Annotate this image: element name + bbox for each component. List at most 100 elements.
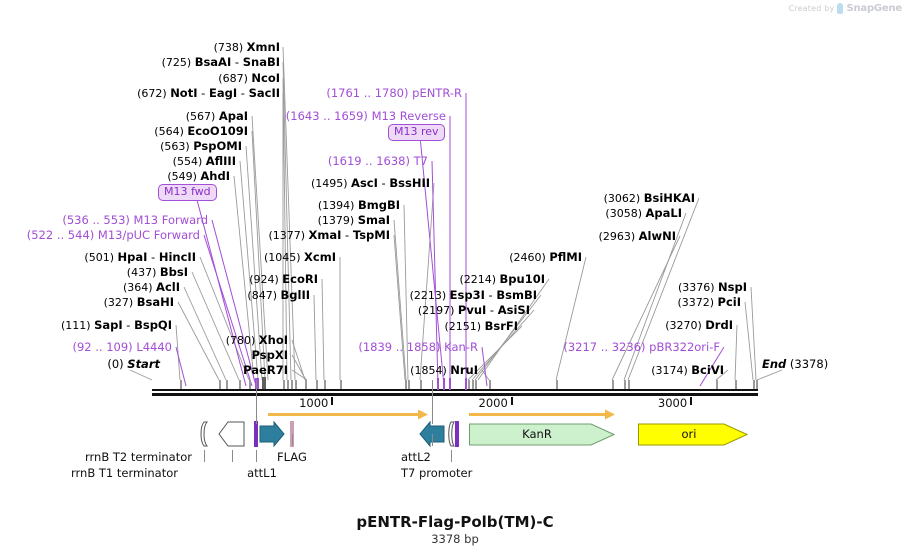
- enzyme-name: PaeR7I: [243, 363, 288, 377]
- restriction-site-label[interactable]: (111) SapI - BspQI: [61, 319, 172, 332]
- primer-label[interactable]: (1643 .. 1659) M13 Reverse: [286, 110, 446, 122]
- restriction-site-label[interactable]: (2151) BsrFI: [445, 320, 519, 333]
- primer-name: Kan-R: [444, 340, 478, 354]
- site-position: (924): [249, 273, 283, 286]
- restriction-site-label[interactable]: (738) XmnI: [214, 41, 280, 54]
- restriction-site-label[interactable]: (672) NotI - EagI - SacII: [137, 87, 280, 100]
- enzyme-name: EcoO109I: [187, 124, 248, 138]
- enzyme-separator: -: [122, 318, 135, 332]
- site-position: (563): [160, 140, 194, 153]
- enzyme-name: XhoI: [258, 333, 288, 347]
- restriction-site-label[interactable]: (549) AhdI: [167, 170, 230, 183]
- site-position: (1379): [317, 214, 358, 227]
- restriction-site-label[interactable]: (2963) AlwNI: [599, 230, 676, 243]
- restriction-site-label[interactable]: (924) EcoRI: [249, 273, 318, 286]
- ori-label: ori: [681, 427, 697, 441]
- enzyme-name: XcmI: [304, 250, 336, 264]
- backbone-line-top: [152, 389, 758, 391]
- enzyme-separator: -: [237, 86, 249, 100]
- restriction-site-label[interactable]: (564) EcoO109I: [154, 125, 248, 138]
- restriction-site-label[interactable]: (2197) PvuI - AsiSI: [418, 304, 530, 317]
- primer-range: (92 .. 109): [72, 340, 137, 354]
- enzyme-name: SmaI: [357, 213, 390, 227]
- site-position: (2151): [444, 320, 485, 333]
- restriction-site-label[interactable]: (1379) SmaI: [318, 214, 390, 227]
- restriction-site-label[interactable]: (567) ApaI: [186, 110, 248, 123]
- restriction-site-label[interactable]: (3174) BciVI: [651, 364, 724, 377]
- restriction-site-label[interactable]: (2213) Esp3I - BsmBI: [410, 289, 537, 302]
- end-label: End: [762, 357, 787, 371]
- ruler-label-2000: 2000: [478, 396, 508, 410]
- primer-label[interactable]: (522 .. 544) M13/pUC Forward: [27, 229, 200, 241]
- primer-tag-box[interactable]: M13 rev: [388, 124, 445, 141]
- restriction-site-label[interactable]: (725) BsaAI - SnaBI: [162, 56, 280, 69]
- restriction-site-label[interactable]: (3270) DrdI: [665, 319, 733, 332]
- leader-tick-flag: [292, 434, 293, 446]
- primer-name: M13 Forward: [133, 213, 208, 227]
- enzyme-separator: -: [231, 55, 243, 69]
- primer-label[interactable]: (1761 .. 1780) pENTR-R: [326, 87, 462, 99]
- primer-label[interactable]: (3217 .. 3236) pBR322ori-F: [563, 341, 720, 353]
- enzyme-separator: -: [197, 86, 209, 100]
- restriction-site-label[interactable]: (437) BbsI: [127, 266, 188, 279]
- primer-label[interactable]: (536 .. 553) M13 Forward: [62, 214, 208, 226]
- start-position: (0): [107, 357, 128, 371]
- primer-tag-box[interactable]: M13 fwd: [158, 184, 217, 201]
- restriction-site-label[interactable]: (364) AclI: [123, 281, 180, 294]
- restriction-site-label[interactable]: (3058) ApaLI: [605, 207, 682, 220]
- restriction-site-label[interactable]: (3376) NspI: [678, 281, 747, 294]
- watermark-brand: SnapGene: [846, 3, 902, 14]
- site-position: (111): [60, 319, 95, 332]
- primer-label[interactable]: (1839 .. 1858) Kan-R: [358, 341, 478, 353]
- enzyme-separator: -: [147, 250, 159, 264]
- restriction-site-label[interactable]: (780) XhoI: [226, 334, 288, 347]
- site-position: (1495): [310, 177, 352, 190]
- restriction-site-label[interactable]: (687) NcoI: [218, 72, 280, 85]
- restriction-site-label[interactable]: (1854) NruI: [410, 364, 478, 377]
- enzyme-name: HincII: [158, 250, 196, 264]
- start-marker: (0) Start: [107, 358, 160, 370]
- site-position: (1045): [263, 251, 305, 264]
- site-position: (3174): [651, 364, 692, 377]
- restriction-site-label[interactable]: (3062) BsiHKAI: [604, 192, 695, 205]
- restriction-site-label[interactable]: (1045) XcmI: [264, 251, 336, 264]
- enzyme-name: DrdI: [705, 318, 733, 332]
- start-label: Start: [127, 357, 160, 371]
- enzyme-name: PflMI: [549, 250, 582, 264]
- primer-name: pBR322ori-F: [649, 340, 720, 354]
- snapgene-watermark: Created by SnapGene: [788, 3, 902, 14]
- restriction-site-label[interactable]: (847) BglII: [247, 289, 310, 302]
- primer-label[interactable]: (92 .. 109) L4440: [72, 341, 172, 353]
- flag-label: FLAG: [277, 450, 307, 464]
- enzyme-name: HpaI: [117, 250, 148, 264]
- enzyme-name: EcoRI: [282, 272, 318, 286]
- primer-range: (536 .. 553): [62, 213, 134, 227]
- enzyme-name: AlwNI: [638, 229, 676, 243]
- rrnb-t1-terminator-glyph: [218, 421, 245, 447]
- enzyme-name: PspXI: [251, 348, 288, 362]
- enzyme-name: AclI: [156, 280, 180, 294]
- enzyme-name: BsmBI: [496, 288, 537, 302]
- restriction-site-label[interactable]: (3372) PciI: [677, 296, 741, 309]
- restriction-site-label[interactable]: (554) AflIII: [173, 155, 236, 168]
- restriction-site-label[interactable]: (327) BsaHI: [104, 296, 174, 309]
- restriction-site-label[interactable]: (1495) AscI - BssHII: [311, 177, 430, 190]
- site-position: (687): [218, 72, 252, 85]
- restriction-site-label[interactable]: PspXI: [252, 349, 288, 361]
- site-position: (549): [167, 170, 201, 183]
- restriction-site-label[interactable]: (1394) BmgBI: [318, 199, 400, 212]
- site-position: (554): [172, 155, 206, 168]
- enzyme-separator: -: [486, 303, 498, 317]
- restriction-site-label[interactable]: (501) HpaI - HincII: [84, 251, 196, 264]
- t7-promoter-glyph: [448, 421, 455, 447]
- plasmid-length: 3378 bp: [431, 532, 479, 546]
- site-position: (3058): [605, 207, 646, 220]
- restriction-site-label[interactable]: (2214) Bpu10I: [459, 273, 545, 286]
- restriction-site-label[interactable]: PaeR7I: [243, 364, 288, 376]
- restriction-site-label[interactable]: (1377) XmaI - TspMI: [268, 229, 390, 242]
- primer-range: (1619 .. 1638): [327, 154, 414, 168]
- primer-label[interactable]: (1619 .. 1638) T7: [328, 155, 428, 167]
- restriction-site-label[interactable]: (2460) PflMI: [509, 251, 582, 264]
- restriction-site-label[interactable]: (563) PspOMI: [160, 140, 242, 153]
